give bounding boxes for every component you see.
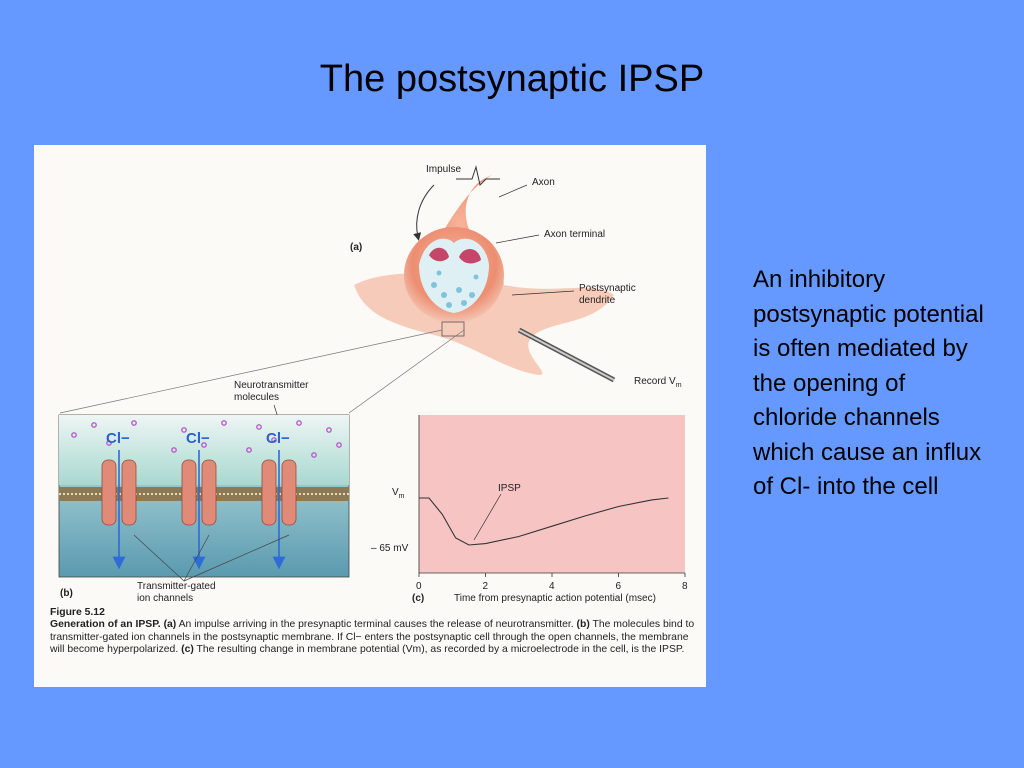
panel-a: (a) Impulse Axon (59, 164, 682, 414)
x-tick-label: 2 (483, 581, 489, 592)
neurotransmitter-label-2: molecules (234, 392, 279, 403)
axon-leader (498, 184, 528, 198)
impulse-arrow (413, 184, 435, 241)
ipsp-trace (419, 497, 669, 546)
ipsp-annotation: IPSP (498, 483, 521, 494)
caption-body: Generation of an IPSP. (a) An impulse ar… (50, 619, 695, 656)
textbook-figure: (a) Impulse Axon (34, 145, 706, 687)
plot-area (419, 415, 685, 573)
ipsp-annotation-leader (473, 493, 502, 541)
channel-leader-1 (133, 534, 185, 582)
mitochondrion (429, 247, 449, 262)
axon-terminal-label: Axon terminal (544, 229, 605, 240)
neurotransmitter-label-1: Neurotransmitter (234, 380, 309, 391)
record-vm-label: Record Vm (634, 376, 682, 389)
postsynaptic-label-2: dendrite (579, 295, 616, 306)
ipsp-chart: Vm – 65 mV IPSP (c) Time from presynapti… (371, 415, 688, 604)
figure-caption: Figure 5.12 Generation of an IPSP. (a) A… (50, 607, 700, 657)
axon-label: Axon (532, 177, 555, 188)
zoom-box (441, 321, 465, 337)
mitochondrion (459, 249, 481, 264)
channels-label-2: ion channels (137, 593, 193, 604)
caption-figure-number: Figure 5.12 (50, 607, 105, 618)
zoom-leader-left (59, 329, 443, 414)
chloride-ion-label-2: Cl− (186, 430, 210, 447)
slide-body-text: An inhibitory postsynaptic potential is … (753, 266, 984, 500)
ion-channel-2 (181, 459, 217, 526)
impulse-trace (456, 165, 500, 186)
panel-a-tag: (a) (350, 242, 362, 253)
dendrite-leader (511, 290, 575, 296)
ion-channel-3 (261, 459, 297, 526)
recording-electrode-highlight (518, 329, 615, 381)
synaptic-vesicles (431, 270, 479, 308)
axon-terminal-leader (495, 234, 540, 244)
slide-title: The postsynaptic IPSP (319, 58, 705, 100)
x-tick-label: 0 (416, 581, 422, 592)
ion-channel-1 (101, 459, 137, 526)
vm-axis-label: Vm (392, 487, 405, 500)
chloride-ion-label-1: Cl− (106, 430, 130, 447)
panel-b-tag: (b) (60, 588, 73, 599)
x-axis-title: Time from presynaptic action potential (… (454, 593, 656, 604)
zoom-leader-right (348, 329, 465, 414)
postsynaptic-label-1: Postsynaptic (579, 283, 636, 294)
x-tick-label: 4 (549, 581, 555, 592)
neurotransmitter-molecules (71, 420, 342, 458)
channel-leader-2 (183, 534, 210, 582)
channels-label-1: Transmitter-gated (137, 581, 216, 592)
chloride-ion-label-3: Cl− (266, 430, 290, 447)
baseline-mv-label: – 65 mV (371, 543, 409, 554)
impulse-label: Impulse (426, 164, 461, 175)
channel-leader-3 (183, 534, 290, 582)
panel-c-tag: (c) (412, 593, 424, 604)
figure-artwork: (a) Impulse Axon (58, 164, 688, 604)
x-tick-label: 8 (682, 581, 688, 592)
panel-b: Neurotransmitter molecules (58, 380, 350, 604)
x-tick-label: 6 (616, 581, 622, 592)
